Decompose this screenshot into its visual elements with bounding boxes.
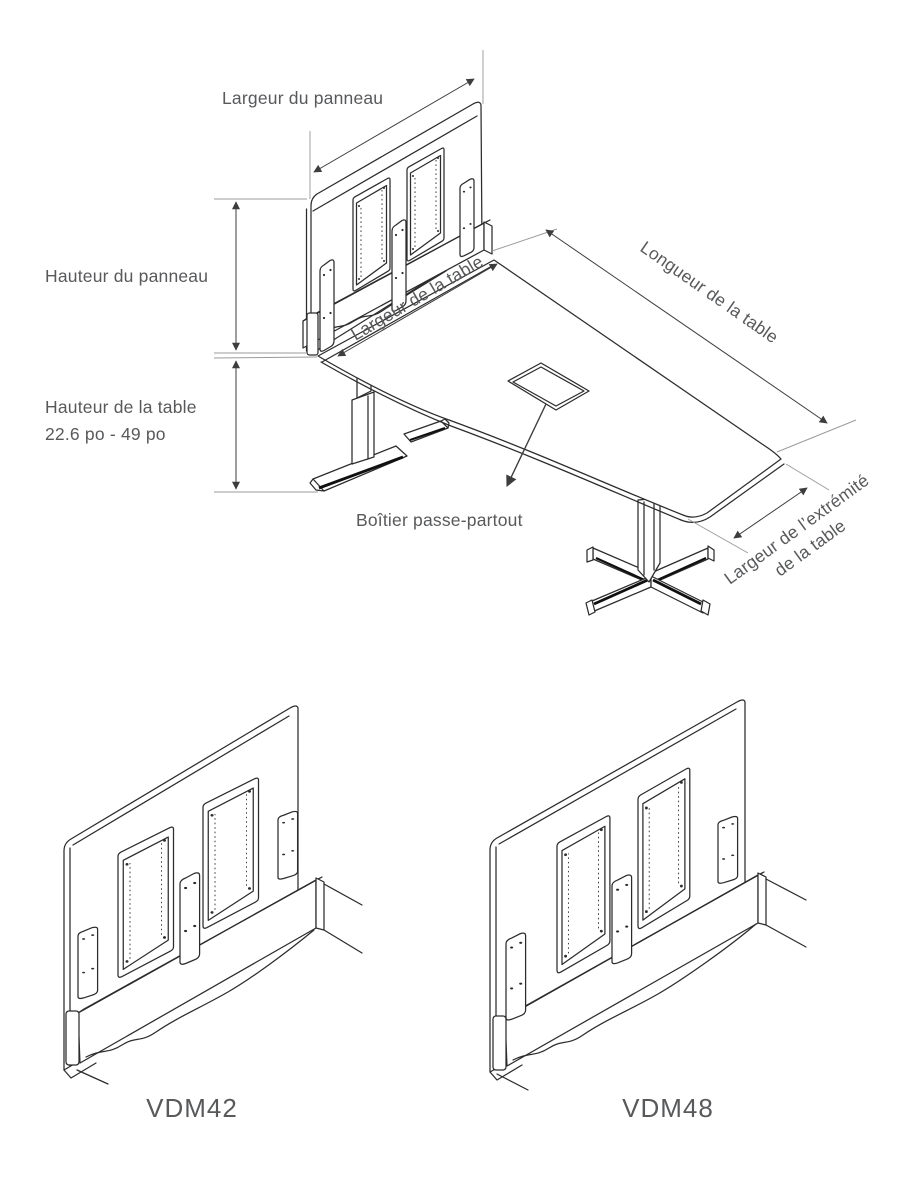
label-panel-height: Hauteur du panneau bbox=[45, 266, 208, 286]
dimension-panel-height: Hauteur du panneau bbox=[45, 198, 318, 359]
label-grommet: Boîtier passe-partout bbox=[356, 510, 523, 530]
model-label-vdm42: VDM42 bbox=[146, 1093, 238, 1123]
bracket bbox=[319, 259, 335, 352]
rear-x-base-leg bbox=[585, 497, 715, 616]
bracket bbox=[459, 178, 475, 258]
label-table-end-width: Largeur de l’extrémité bbox=[720, 470, 872, 588]
bracket bbox=[717, 815, 739, 885]
bracket bbox=[611, 874, 633, 965]
dimension-panel-width: Largeur du panneau bbox=[222, 50, 484, 199]
vdm48-panel-drawing: VDM48 bbox=[489, 699, 807, 1123]
cable-wave-line bbox=[85, 929, 315, 1058]
cable-wave-line bbox=[512, 923, 757, 1061]
annotation-grommet: Boîtier passe-partout bbox=[356, 403, 547, 530]
vesa-plate bbox=[406, 147, 445, 262]
label-table-height-range: 22.6 po - 49 po bbox=[45, 424, 166, 444]
mounting-rail bbox=[65, 876, 363, 1066]
bracket bbox=[179, 871, 201, 966]
label-panel-width: Largeur du panneau bbox=[222, 88, 383, 108]
bracket bbox=[505, 932, 527, 1021]
vdm42-panel-drawing: VDM42 bbox=[63, 705, 363, 1123]
label-table-length: Longueur de la table bbox=[637, 237, 782, 347]
assembled-table-diagram: Largeur du panneau Hauteur du panneau Ha… bbox=[45, 50, 873, 616]
model-label-vdm48: VDM48 bbox=[622, 1093, 714, 1123]
label-table-height: Hauteur de la table bbox=[45, 397, 197, 417]
vesa-plate bbox=[352, 177, 391, 292]
bracket bbox=[77, 926, 99, 1000]
dimension-table-height: Hauteur de la table 22.6 po - 49 po bbox=[45, 360, 318, 493]
bracket bbox=[277, 810, 299, 880]
